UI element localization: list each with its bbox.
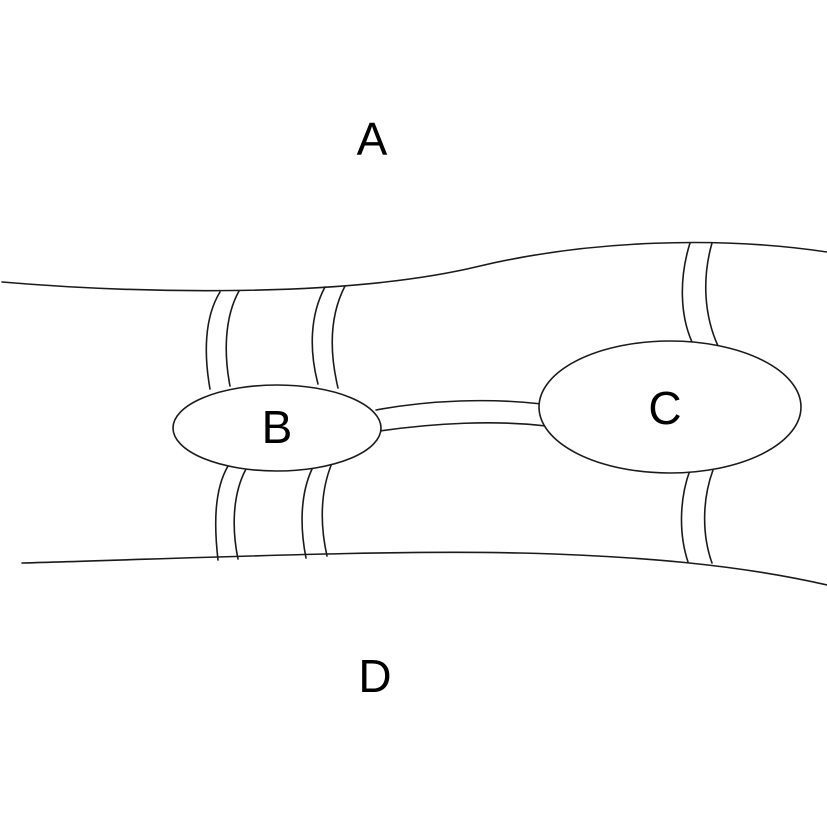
bridge-b-to-a-2 xyxy=(311,285,346,389)
south-river-bank xyxy=(21,551,827,586)
bridge-c-to-a xyxy=(681,242,719,347)
label-d: D xyxy=(358,650,391,702)
bridge-b-to-c xyxy=(375,399,547,432)
island-b xyxy=(172,384,382,472)
label-b: B xyxy=(262,401,293,453)
bridge-b-to-a-1 xyxy=(205,290,240,390)
bridge-c-to-d xyxy=(680,469,714,564)
bridge-b-to-d-2 xyxy=(301,462,333,559)
island-c xyxy=(538,340,802,474)
label-a: A xyxy=(357,113,388,165)
bridge-b-to-d-1 xyxy=(214,465,247,561)
north-river-bank xyxy=(1,241,827,292)
label-c: C xyxy=(648,382,681,434)
